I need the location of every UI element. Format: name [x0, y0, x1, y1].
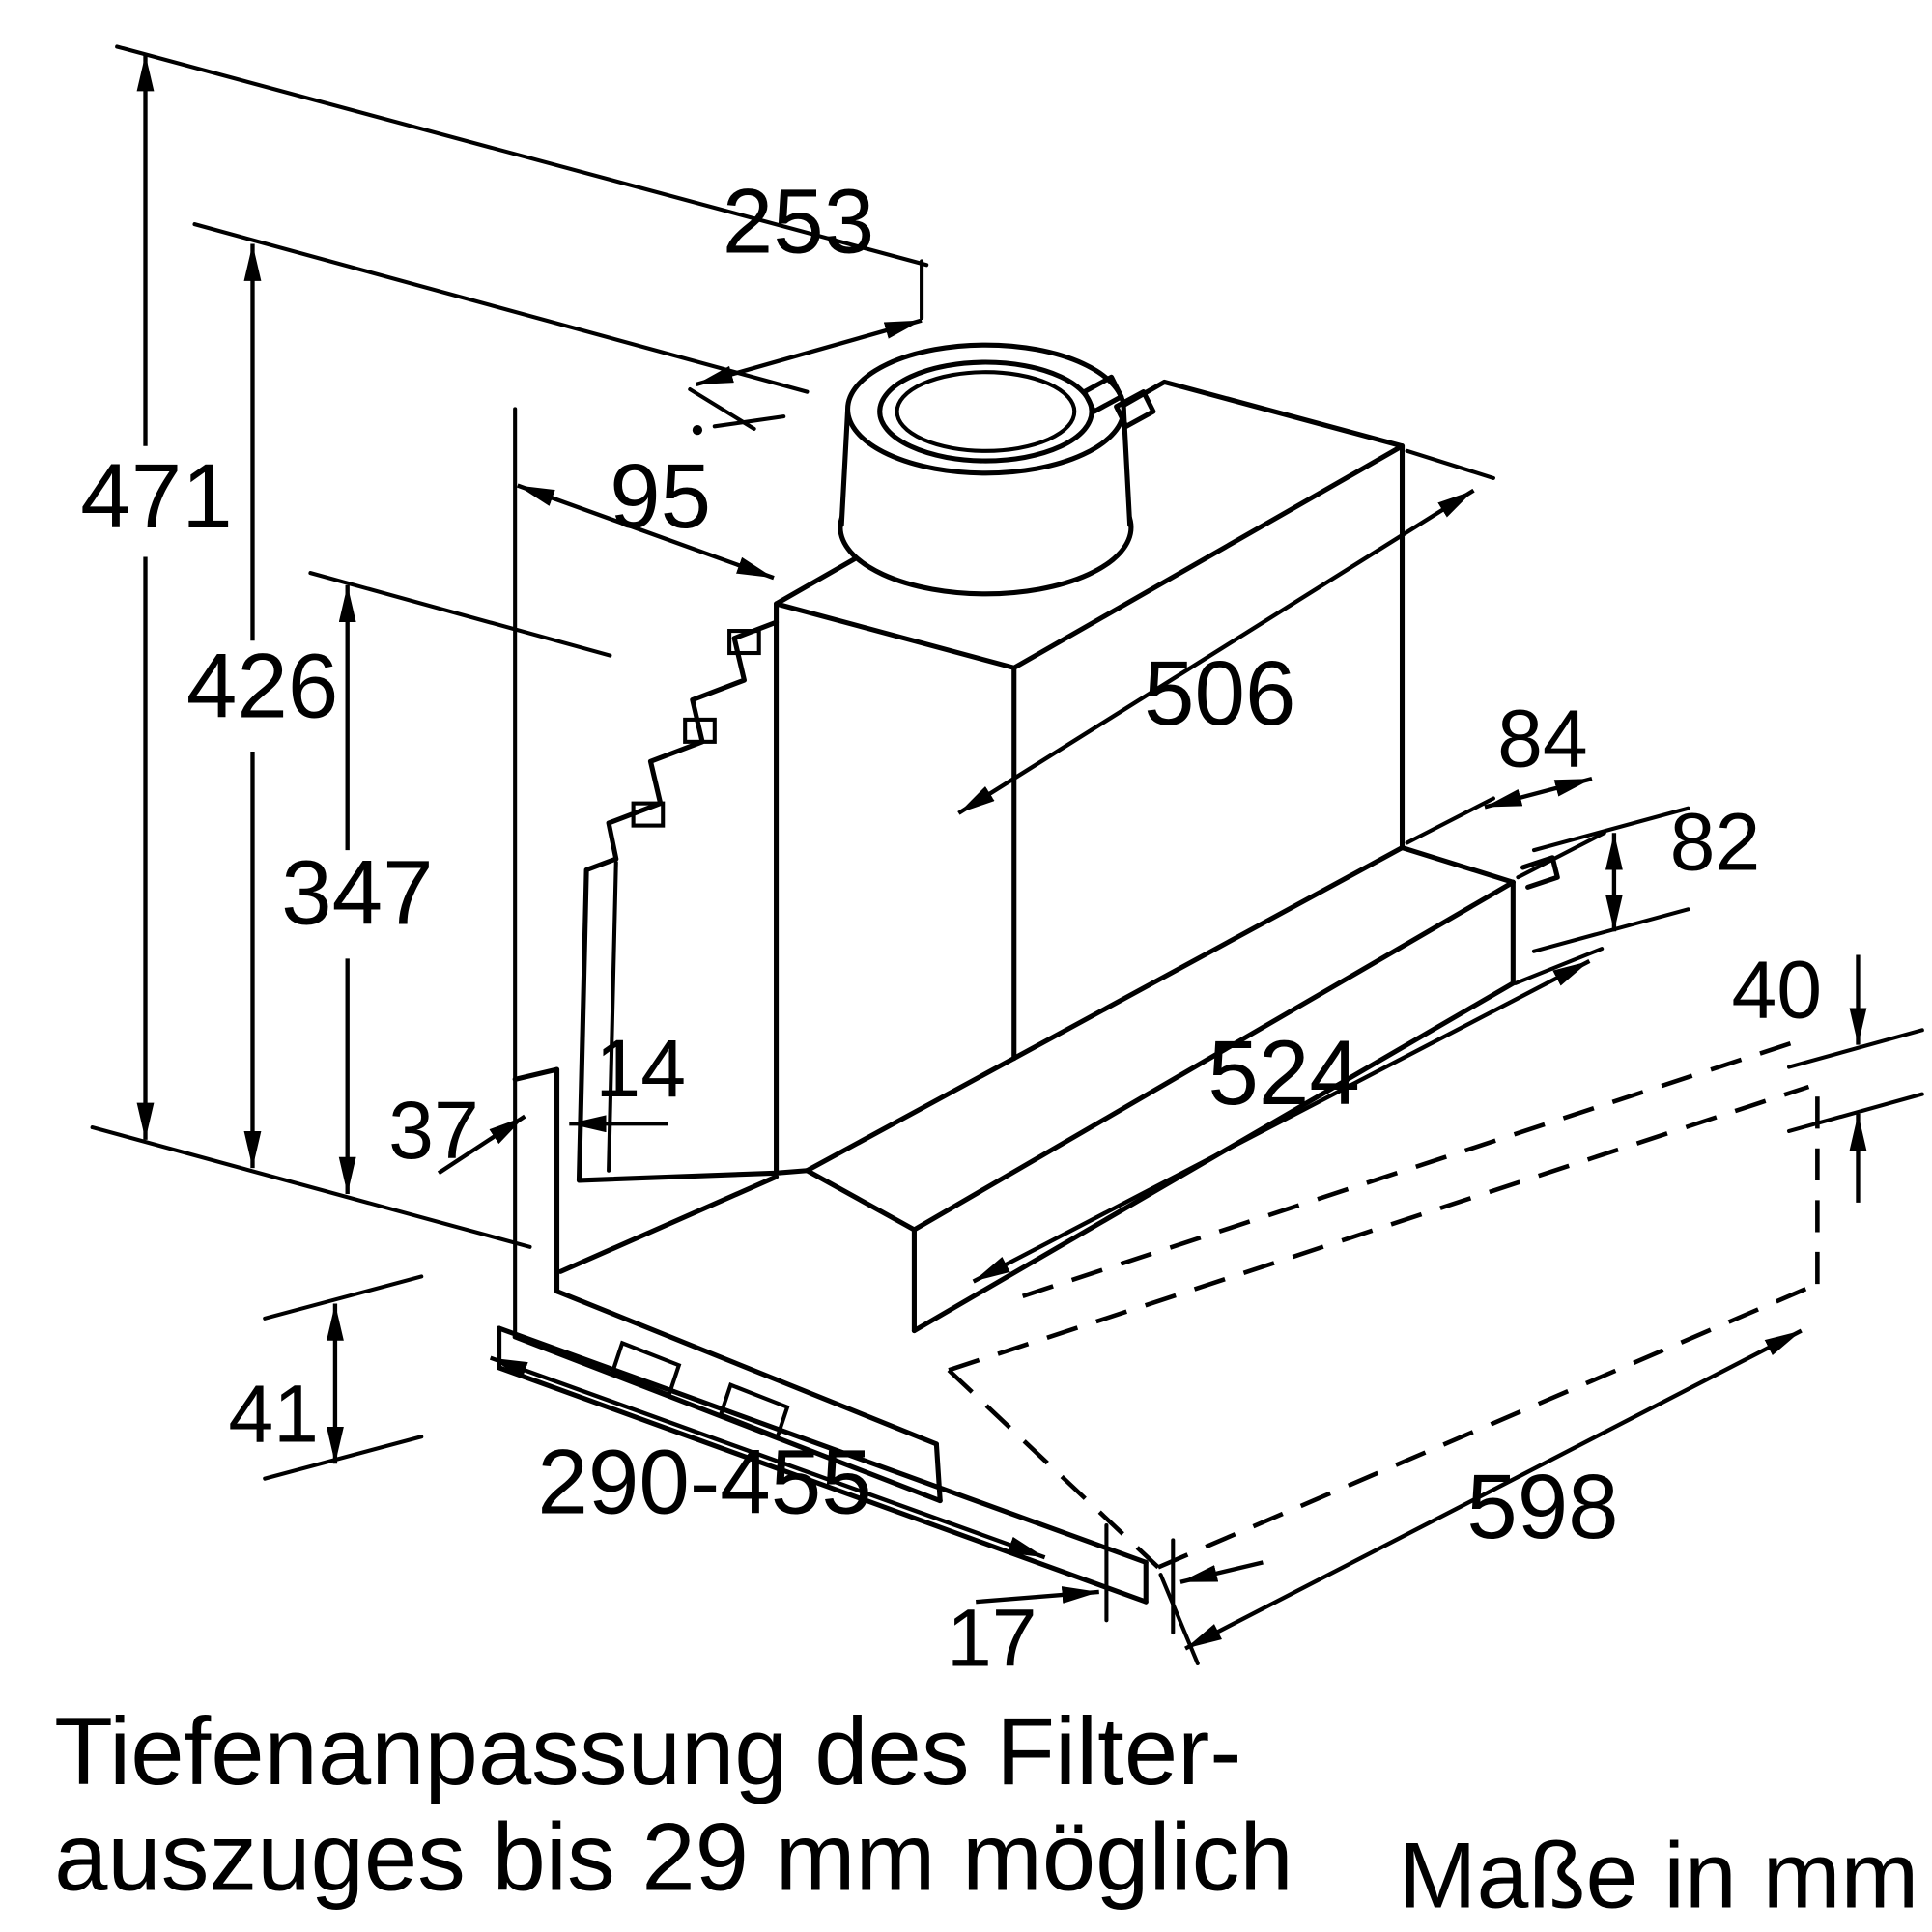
dim-label-37: 37 [388, 1085, 479, 1176]
cabinet-recess-dashed [947, 1035, 1820, 1570]
dim-label-17: 17 [947, 1592, 1037, 1683]
duct-clip-icon [1081, 374, 1124, 414]
dim-label-84: 84 [1497, 693, 1588, 783]
dimension-lines [136, 54, 1867, 1651]
mounting-brackets [576, 619, 780, 1183]
centerline-icon [712, 414, 786, 429]
dim-label-598: 598 [1466, 1457, 1618, 1558]
dim-label-426: 426 [186, 636, 338, 737]
dim-label-290-455: 290-455 [537, 1432, 871, 1533]
dim-label-253: 253 [723, 171, 874, 272]
units-note: Maße in mm [1399, 1822, 1919, 1927]
duct-clip2-icon [1114, 389, 1156, 429]
extension-lines [90, 44, 1924, 1665]
dim-label-82: 82 [1670, 797, 1761, 888]
duct-connector [838, 342, 1156, 597]
dimension-labels: 253 471 95 426 347 506 84 82 40 524 14 3… [80, 171, 1822, 1683]
dim-label-471: 471 [80, 446, 232, 548]
dim-label-40: 40 [1731, 945, 1822, 1036]
dim-label-95: 95 [610, 446, 711, 548]
dim-label-524: 524 [1208, 1023, 1359, 1124]
dim-label-14: 14 [595, 1023, 686, 1114]
footnote-line1: Tiefenanpassung des Filter- [54, 1698, 1241, 1805]
notes: Tiefenanpassung des Filter- auszuges bis… [54, 1698, 1918, 1928]
footnote-line2: auszuges bis 29 mm möglich [54, 1804, 1293, 1912]
dim-label-347: 347 [281, 843, 433, 945]
dim-label-506: 506 [1144, 643, 1295, 745]
dim-label-41: 41 [228, 1368, 319, 1459]
